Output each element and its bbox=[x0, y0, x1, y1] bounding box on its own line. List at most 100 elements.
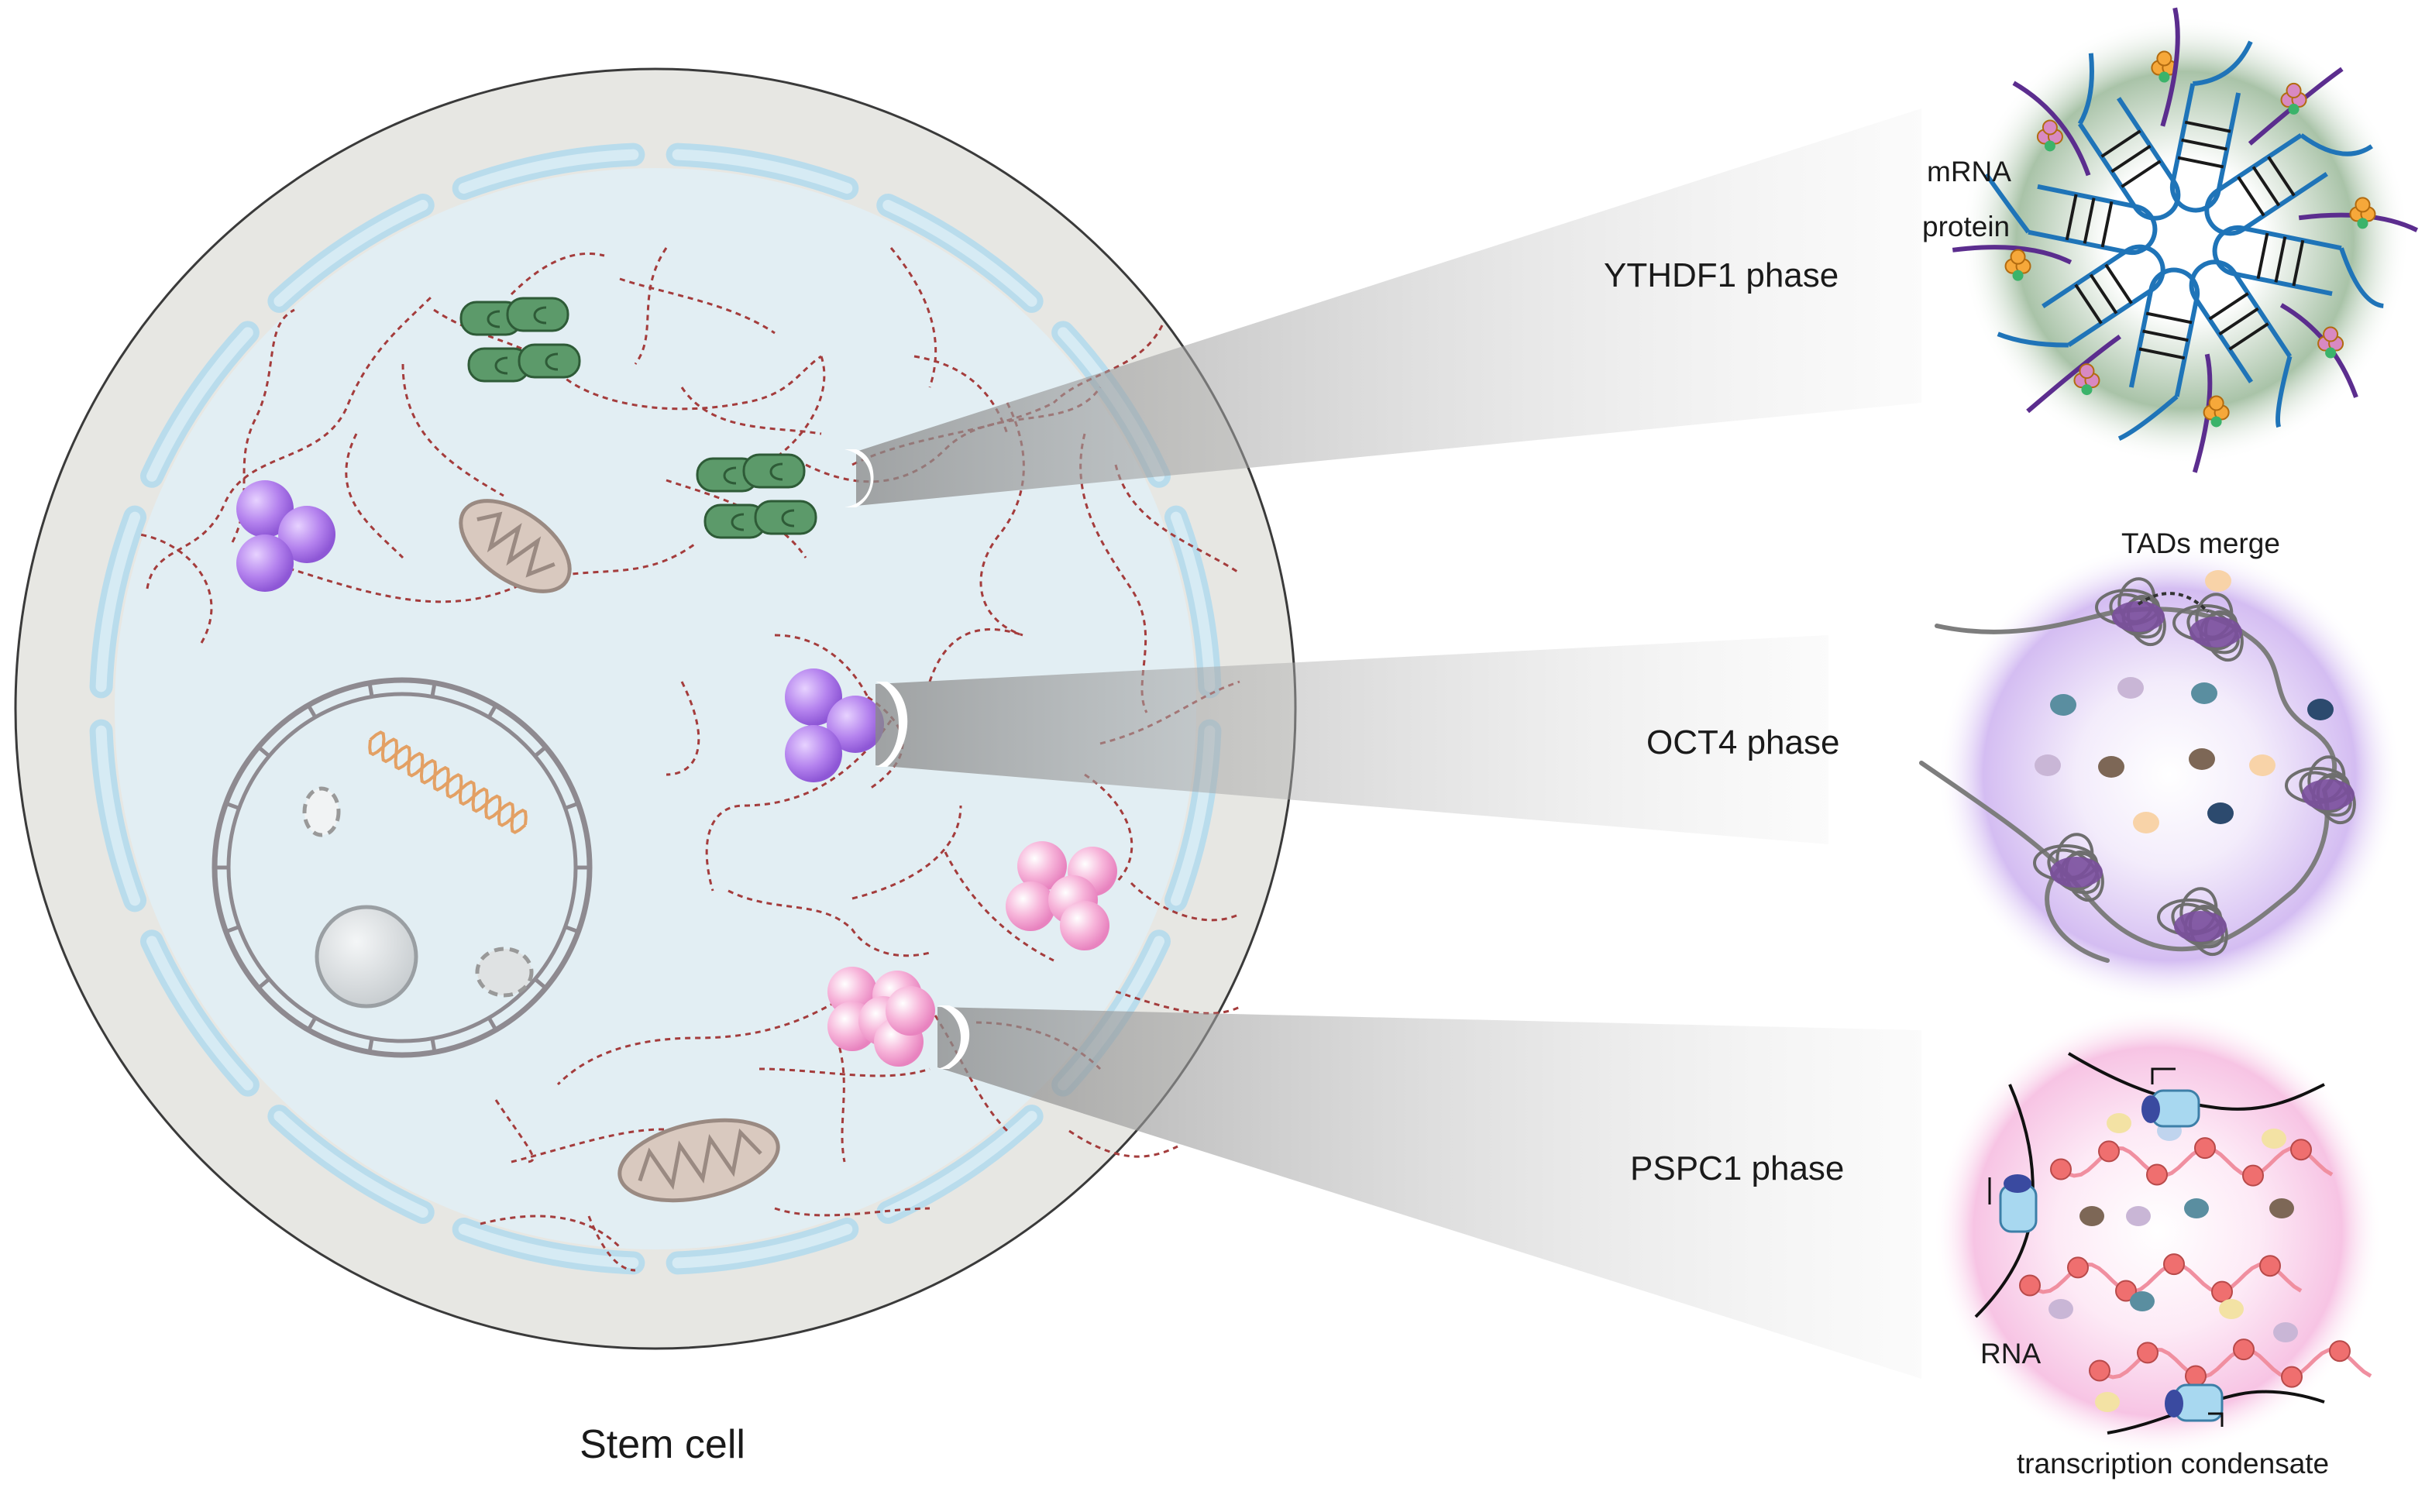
ythdf1-protein-tag bbox=[2210, 416, 2222, 428]
pink-droplet bbox=[1060, 901, 1109, 950]
mrna-basepair bbox=[2251, 166, 2281, 207]
ythdf1-protein bbox=[2010, 249, 2026, 265]
protein-label: protein bbox=[1922, 211, 2010, 242]
nuclear-pore bbox=[367, 681, 374, 699]
pspc1-molecule bbox=[2273, 1322, 2298, 1342]
membrane-segment-highlight bbox=[146, 327, 253, 482]
rna-polymerase bbox=[2165, 1383, 2224, 1422]
rna-nucleotide-bead bbox=[2115, 1280, 2137, 1302]
rna-nucleotide-bead bbox=[2098, 1140, 2120, 1163]
mrna-basepair bbox=[2237, 176, 2265, 217]
rna-chains bbox=[2019, 1137, 2372, 1388]
rna-chain bbox=[2021, 1262, 2303, 1294]
mrna-basepair bbox=[2142, 329, 2189, 342]
ythdf1-condensate: mRNA protein bbox=[1922, 7, 2419, 473]
purple-droplet bbox=[785, 668, 842, 726]
protein-chain bbox=[2160, 7, 2180, 127]
purple-droplet bbox=[785, 725, 842, 782]
polymerase-subunit bbox=[2141, 1095, 2160, 1123]
oct4-glow bbox=[1937, 542, 2402, 1007]
phase-label-ythdf1: YTHDF1 phase bbox=[1604, 256, 1839, 294]
nuclear-pore bbox=[367, 1036, 374, 1054]
ythdf1-protein bbox=[2355, 197, 2371, 213]
green-droplet bbox=[506, 297, 569, 332]
mrna-basepair bbox=[2256, 232, 2269, 280]
transcription-condensate-label: transcription condensate bbox=[2017, 1448, 2329, 1479]
zoom-beams bbox=[844, 108, 1921, 1379]
rna-nucleotide-bead bbox=[2089, 1359, 2110, 1382]
membrane-segment-highlight bbox=[882, 199, 1037, 307]
pink-droplet bbox=[827, 967, 877, 1016]
rna-nucleotide-bead bbox=[2019, 1274, 2041, 1297]
nucleolus bbox=[315, 905, 418, 1009]
mrna-basepair bbox=[2274, 236, 2287, 283]
pspc1-molecule bbox=[2095, 1392, 2120, 1412]
purple-condensate-center bbox=[785, 668, 884, 782]
oct4-molecule bbox=[2207, 802, 2234, 824]
nuclear-pore bbox=[532, 976, 549, 991]
ythdf1-protein-tag bbox=[2044, 140, 2055, 152]
green-droplet-fold bbox=[781, 509, 795, 527]
oct4-bound-chromatin bbox=[2189, 617, 2242, 648]
mrna-hairpin bbox=[2128, 267, 2200, 397]
purple-droplet bbox=[827, 696, 884, 753]
oct4-molecule bbox=[2035, 754, 2061, 776]
membrane-segment-highlight bbox=[458, 149, 639, 194]
mrna-basepair bbox=[2228, 322, 2269, 351]
mrna-tail bbox=[2300, 133, 2373, 156]
mrna-tail bbox=[1984, 173, 2031, 234]
oct4-bound-chromatin bbox=[2050, 857, 2103, 888]
beam-pspc1 bbox=[937, 1007, 1921, 1379]
ythdf1-glow bbox=[1960, 15, 2410, 465]
beam-mouth-oct4 bbox=[875, 682, 908, 767]
nuclear-pores bbox=[213, 681, 591, 1054]
nuclear-pore bbox=[562, 924, 581, 934]
mrna-tail bbox=[1997, 332, 2069, 348]
ythdf1-protein-tag bbox=[2012, 270, 2024, 281]
oct4-molecule bbox=[2205, 570, 2231, 592]
rna-nucleotide-bead bbox=[2137, 1342, 2159, 1364]
nuclear-pore bbox=[223, 801, 242, 811]
nuclear-pore bbox=[256, 744, 272, 759]
oct4-molecule bbox=[2189, 748, 2215, 770]
mrna-basepair bbox=[2089, 273, 2118, 314]
ythdf1-protein bbox=[2208, 395, 2224, 411]
cell-title: Stem cell bbox=[580, 1422, 745, 1467]
nucleus bbox=[212, 677, 593, 1058]
dna-helix bbox=[368, 730, 528, 834]
pspc1-molecule bbox=[2048, 1299, 2073, 1319]
nuclear-pore bbox=[486, 1015, 499, 1033]
pspc1-condensate: RNA transcription condensate bbox=[1933, 1007, 2382, 1479]
beam-mouth-pspc1 bbox=[937, 1005, 970, 1069]
mrna-hairpin bbox=[2212, 225, 2342, 297]
rna-nucleotide-bead bbox=[2242, 1164, 2264, 1187]
polymerase-subunit bbox=[2004, 1174, 2031, 1193]
green-condensate-cluster-1 bbox=[459, 297, 581, 383]
oct4-molecule bbox=[2117, 677, 2144, 699]
rna-nucleotide-bead bbox=[2259, 1255, 2281, 1277]
pink-droplet bbox=[1006, 881, 1055, 931]
oct4-molecule bbox=[2098, 756, 2124, 778]
nuclear-pore bbox=[256, 976, 272, 991]
nuclear-pore bbox=[532, 744, 549, 759]
ythdf1-protein-tag bbox=[2357, 218, 2368, 229]
ythdf1-protein bbox=[2156, 50, 2172, 67]
oct4-bound-chromatin bbox=[2112, 601, 2165, 632]
dna-strand bbox=[368, 737, 528, 827]
ythdf1-protein bbox=[2079, 363, 2095, 380]
pink-droplet bbox=[1017, 841, 1067, 891]
pspc1-molecule bbox=[2130, 1291, 2155, 1311]
mrna-basepair bbox=[2292, 239, 2305, 287]
phase-label-oct4: OCT4 phase bbox=[1646, 723, 1839, 761]
green-droplet-fold bbox=[723, 466, 737, 485]
mrna-basepair bbox=[2121, 160, 2162, 188]
ythdf1-protein-tag bbox=[2081, 384, 2093, 396]
beam-ythdf1 bbox=[856, 108, 1921, 506]
rna-nucleotide-bead bbox=[2194, 1137, 2216, 1160]
membrane-segment-highlight bbox=[672, 149, 853, 194]
mrna-basepair bbox=[2100, 129, 2141, 158]
green-droplet bbox=[518, 343, 581, 379]
oct4-molecule bbox=[2249, 754, 2275, 776]
mrna-tail bbox=[2339, 247, 2384, 308]
mrna-tail bbox=[2077, 53, 2094, 125]
